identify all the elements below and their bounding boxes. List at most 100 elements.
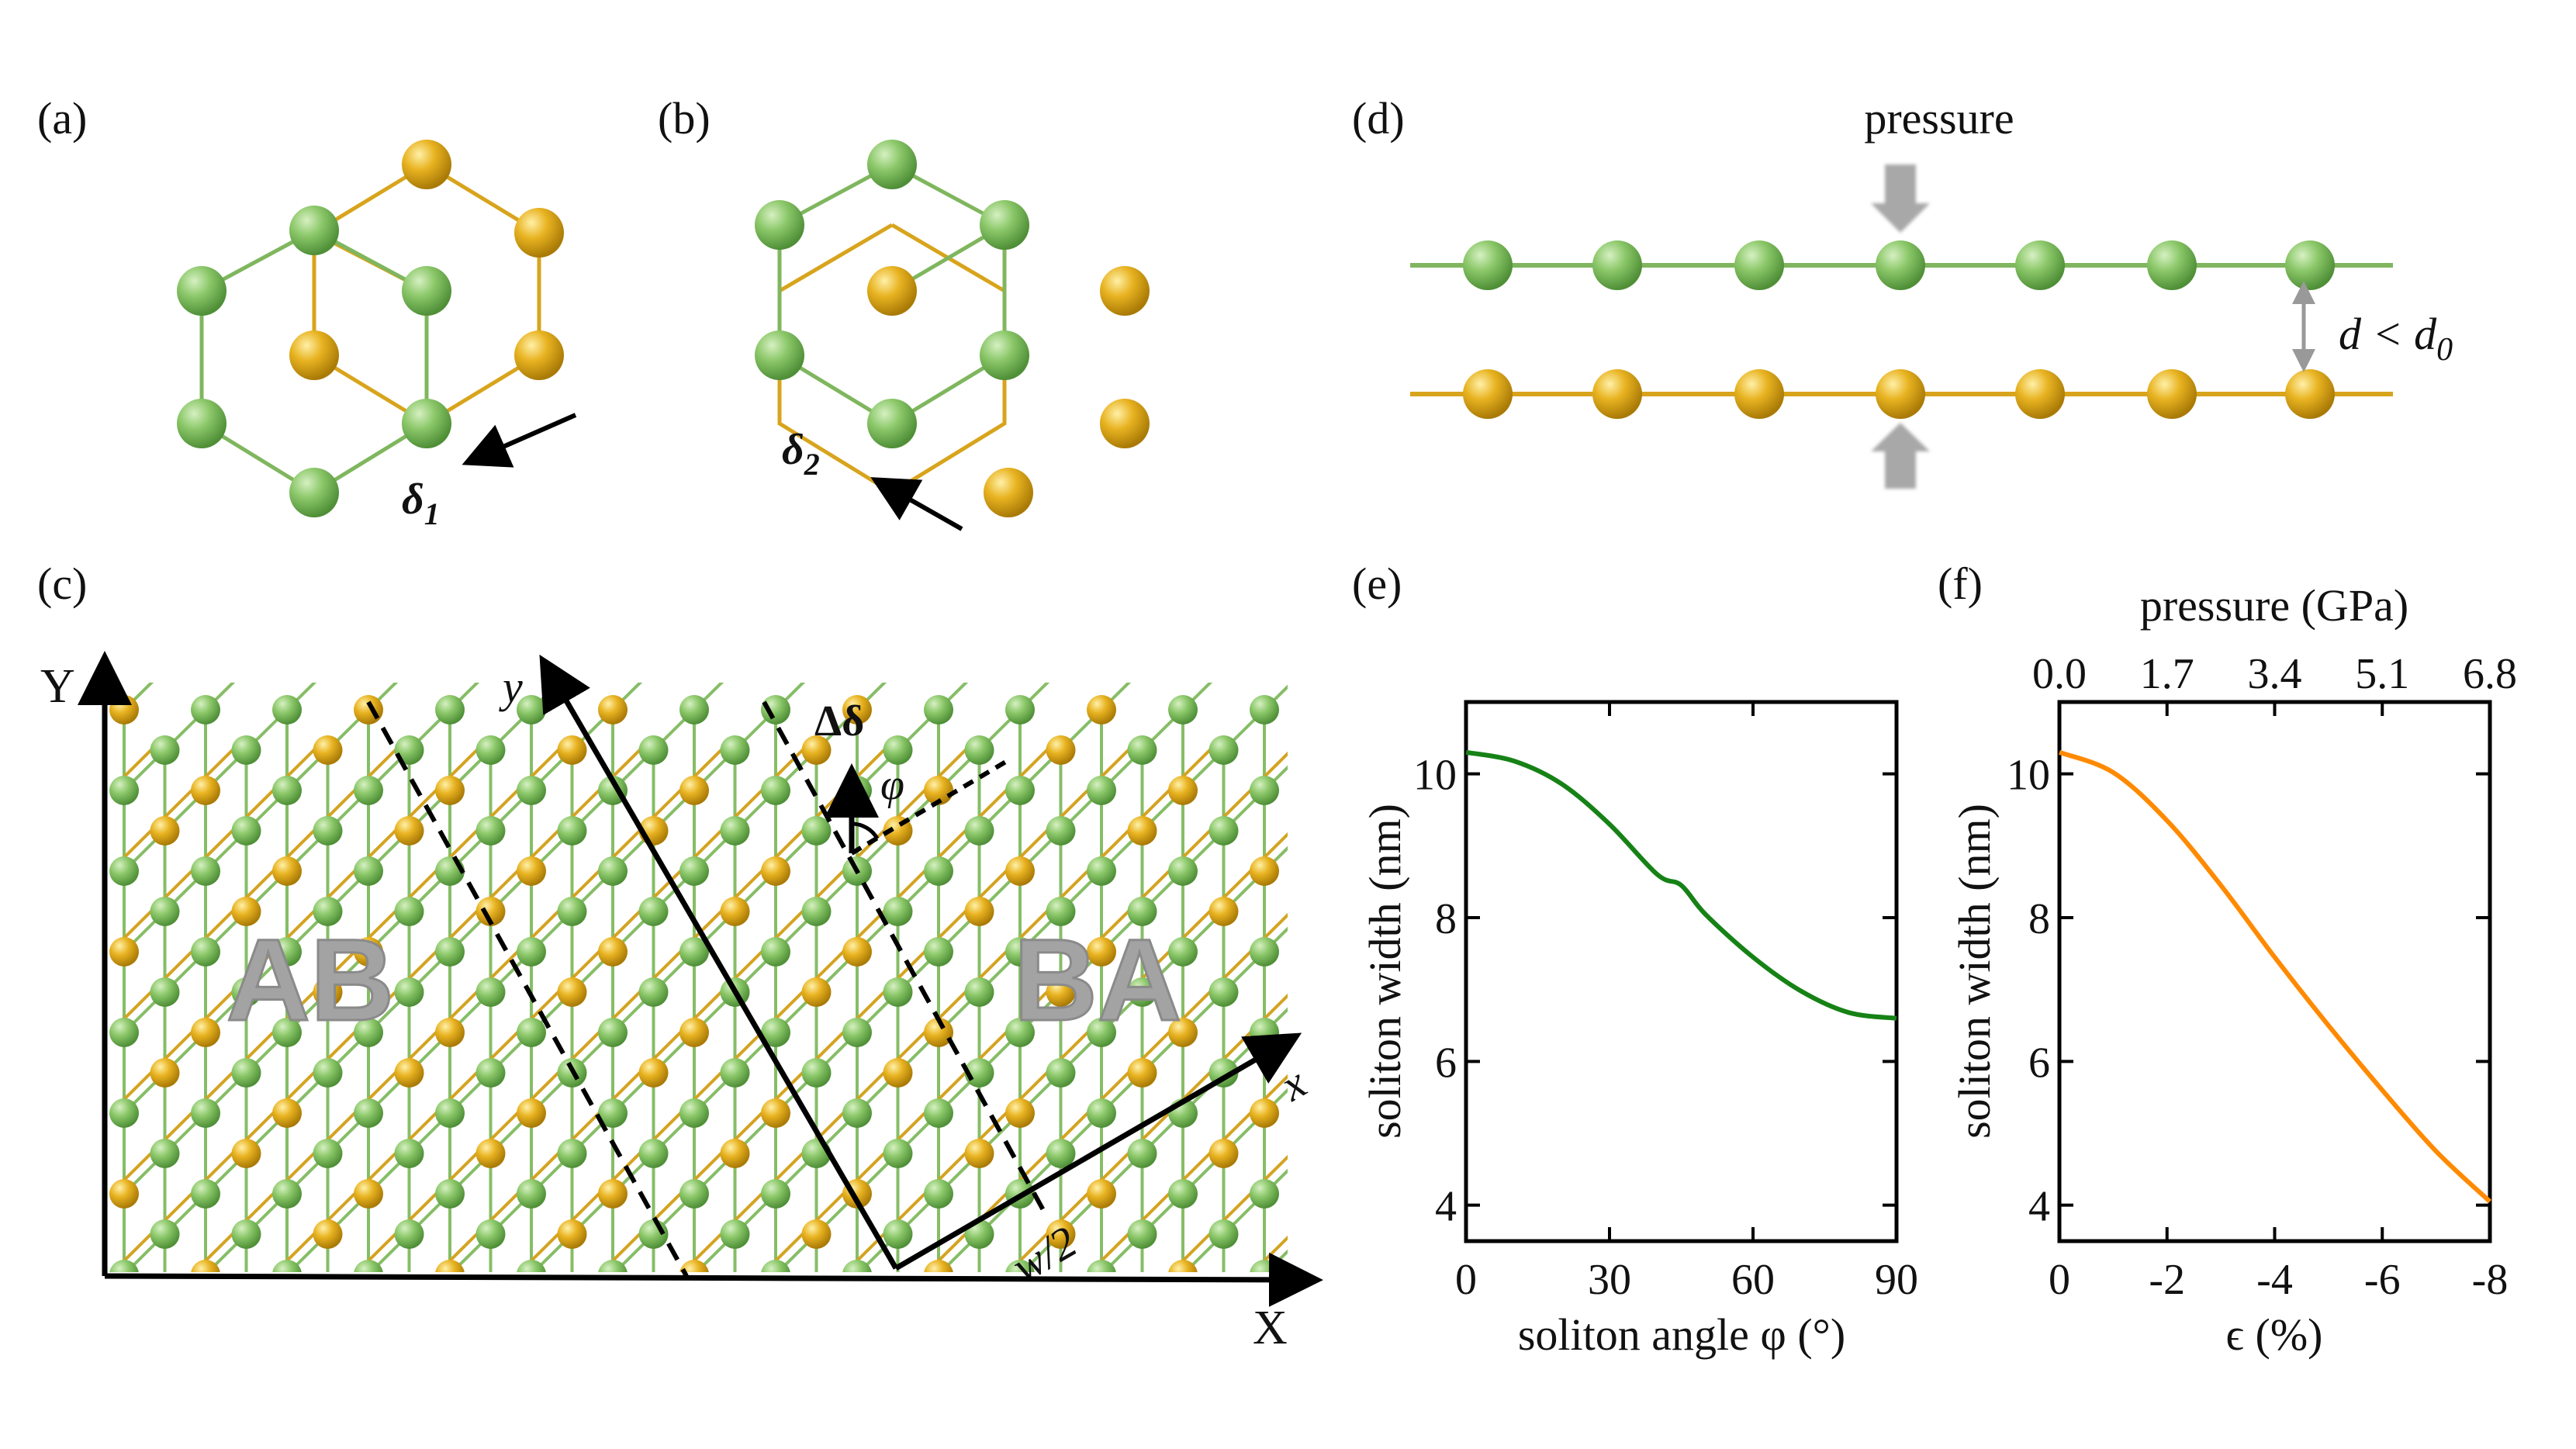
gold-atom (1291, 1219, 1320, 1249)
gold-atom (150, 816, 180, 846)
green-bond (1387, 710, 1428, 750)
lattice-atoms (109, 695, 1402, 1330)
gold-atom (638, 1058, 669, 1088)
green-atom (1291, 816, 1320, 846)
green-bond (328, 1274, 369, 1315)
gold-atom (883, 1300, 913, 1330)
green-atom (475, 816, 506, 846)
chart-e-series-line (1465, 749, 1897, 1021)
green-atom (1168, 695, 1198, 724)
gold-atom (598, 1179, 628, 1209)
green-atom (272, 1260, 302, 1272)
panel-d-atoms (1463, 240, 2335, 419)
gold-bond (1263, 993, 1288, 1020)
gold-atom (1127, 816, 1157, 846)
green-atom (1168, 856, 1198, 886)
panel-label-d: (d) (1352, 93, 1405, 144)
green-atom (1250, 1260, 1279, 1272)
y-tick-label: 10 (2007, 752, 2050, 800)
panel-label-e: (e) (1352, 559, 1402, 609)
green-atom (842, 776, 872, 805)
distance-label: d < d0 (2339, 309, 2453, 368)
green-atom (1005, 1260, 1035, 1272)
green-bond (1305, 710, 1347, 750)
green-bond (1387, 1194, 1428, 1234)
y-tick-label: 8 (2028, 895, 2050, 943)
gold-bond (1305, 938, 1347, 978)
chart-f-top-xlabel: pressure (GPa) (2140, 580, 2408, 631)
bottom-layer-atom (1592, 369, 1642, 419)
gold-atom (1046, 735, 1076, 765)
panel-b-atoms (755, 140, 1150, 517)
green-bond (247, 1274, 288, 1315)
green-bond (1346, 1153, 1387, 1194)
green-atom (1005, 937, 1035, 967)
green-bond (1387, 1274, 1428, 1315)
phi-reference-line (850, 758, 1010, 856)
panel-label-a: (a) (37, 93, 87, 144)
gold-atom (1128, 1300, 1157, 1330)
gold-atom (191, 776, 220, 805)
gold-bond (1305, 1341, 1347, 1382)
panel-label-c: (c) (37, 559, 87, 609)
green-atom (883, 1139, 913, 1168)
green-atom (1127, 735, 1157, 765)
green-atom (1250, 1179, 1279, 1209)
green-atom (150, 977, 180, 1007)
phi-label: φ (880, 761, 904, 809)
gold-atom (272, 856, 302, 886)
green-atom (150, 1219, 180, 1249)
y-tick-label: 10 (1413, 752, 1457, 800)
bottom-layer-atom (1734, 369, 1784, 419)
gold-bond (1020, 1301, 1061, 1341)
gold-atom (394, 1058, 424, 1088)
top-layer-atom (1592, 240, 1642, 290)
green-atom (721, 1300, 750, 1330)
chart-e-xlabel: soliton angle φ (°) (1518, 1309, 1845, 1360)
gold-atom (354, 937, 383, 967)
green-bond (1305, 1113, 1347, 1153)
gold-bond (368, 1301, 410, 1341)
soliton-x-axis (894, 1032, 1302, 1271)
green-atom (191, 937, 220, 967)
gold-atom (924, 1260, 953, 1272)
gold-atom (1168, 1018, 1198, 1047)
green-atom (1331, 1018, 1361, 1047)
region-ab-label: AB (226, 915, 395, 1045)
green-bond (1305, 790, 1347, 831)
green-atom (842, 1098, 872, 1128)
pressure-arrow-top (1871, 164, 1930, 233)
green-atom (231, 735, 261, 765)
green-atom (598, 1018, 628, 1047)
global-Y-label: Y (40, 660, 75, 713)
green-atom (1372, 1219, 1402, 1249)
gold-bond (1305, 776, 1347, 817)
gold-atom (354, 1179, 383, 1209)
gold-atom (517, 856, 546, 886)
top-x-tick-label: 3.4 (2248, 650, 2302, 698)
gold-atom (435, 1018, 465, 1047)
green-atom (1250, 1018, 1279, 1047)
green-atom (638, 1139, 669, 1168)
green-atom (354, 856, 383, 886)
gold-bond (1263, 1154, 1288, 1181)
green-atom (1291, 1300, 1320, 1330)
green-atom (964, 816, 994, 846)
global-X-label: X (1253, 1302, 1288, 1354)
gold-atom (109, 937, 139, 967)
green-atom (638, 735, 669, 765)
gold-bond (898, 1341, 939, 1382)
top-layer-atom (2285, 240, 2335, 290)
green-atom (1046, 1058, 1076, 1088)
green-atom (883, 897, 913, 926)
top-x-tick-label: 6.8 (2463, 650, 2517, 698)
green-atom (354, 1018, 383, 1047)
green-atom (761, 1179, 790, 1209)
green-bond (1305, 1274, 1347, 1315)
bottom-layer-atom (1876, 369, 1925, 419)
green-atom (924, 695, 953, 724)
green-atom (1127, 1139, 1157, 1168)
green-atom (842, 1018, 872, 1047)
